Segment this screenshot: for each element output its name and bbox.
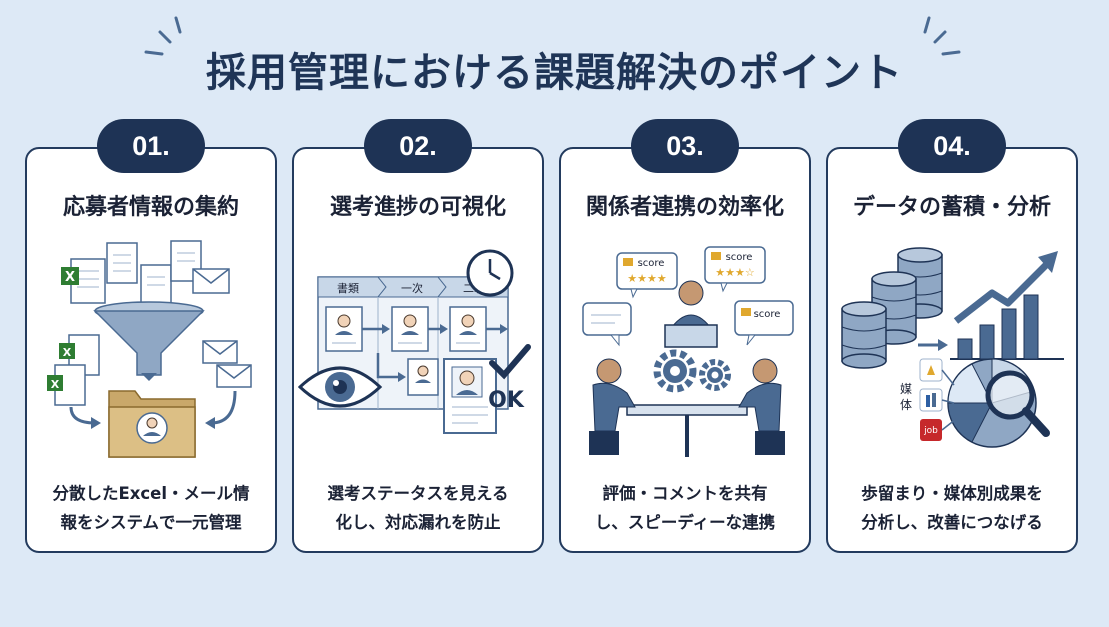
card-03: 03. 関係者連携の効率化 score ★★★★ score ★★★☆ scor…: [559, 119, 811, 553]
mail-icon: [192, 268, 230, 294]
card-number-badge: 03.: [631, 119, 739, 173]
meeting-table-icon: [626, 404, 748, 457]
eye-icon: [298, 366, 383, 408]
card-title: 選考進捗の可視化: [329, 195, 506, 220]
title-decoration-right: [923, 16, 961, 56]
svg-text:score: score: [754, 309, 781, 320]
svg-text:score: score: [726, 252, 753, 263]
profile-card-icon: [449, 306, 487, 352]
card-04: 04. データの蓄積・分析: [826, 119, 1078, 553]
media-logo-icon: [919, 358, 943, 382]
speech-bubble-icon: score ★★★★: [616, 252, 678, 299]
title-decoration-left: [144, 16, 182, 56]
trend-arrow-icon: [953, 251, 1058, 324]
excel-file-icon: X: [47, 364, 86, 406]
svg-text:job: job: [923, 426, 938, 436]
bar-chart-icon: [950, 294, 1064, 360]
profile-card-icon: [407, 358, 439, 396]
profile-card-icon: [443, 358, 497, 434]
mail-icon: [216, 364, 252, 388]
card-description: 歩留まり・媒体別成果を 分析し、改善につなげる: [861, 484, 1043, 532]
document-icon: [106, 242, 138, 284]
card-01: 01. 応募者情報の集約 X: [25, 119, 277, 553]
person-icon: [738, 358, 785, 455]
speech-bubble-icon: score ★★★☆: [704, 246, 766, 293]
checkmark-icon: [489, 344, 531, 380]
star-icon: ★★★★: [627, 272, 667, 285]
illustration-collaboration: score ★★★★ score ★★★☆ score: [582, 246, 794, 457]
mail-icon: [202, 340, 238, 364]
speech-bubble-icon: [582, 302, 632, 347]
card-title: 応募者情報の集約: [62, 195, 239, 220]
card-title: データの蓄積・分析: [852, 195, 1051, 220]
person-icon: [589, 358, 636, 455]
media-logo-icon: [919, 388, 943, 412]
excel-file-icon: X: [61, 258, 106, 304]
profile-card-icon: [325, 306, 363, 352]
svg-text:X: X: [65, 270, 75, 285]
illustration-aggregation: X X: [47, 240, 252, 458]
media-label: 媒: [900, 382, 912, 396]
magnifier-icon: [985, 370, 1050, 437]
clock-icon: [466, 249, 514, 297]
svg-text:score: score: [638, 258, 665, 269]
document-icon: [140, 264, 172, 306]
card-number-badge: 02.: [364, 119, 472, 173]
star-icon: ★★★☆: [715, 266, 755, 279]
svg-text:一次: 一次: [401, 281, 423, 295]
card-02: 02. 選考進捗の可視化 書類 一次 二次: [292, 119, 544, 553]
person-icon: [136, 412, 168, 444]
svg-text:書類: 書類: [337, 281, 359, 295]
card-title: 関係者連携の効率化: [585, 195, 784, 220]
card-description: 選考ステータスを見える 化し、対応漏れを防止: [327, 484, 509, 532]
database-icon: [841, 301, 887, 369]
card-description: 分散したExcel・メール情 報をシステムで一元管理: [52, 484, 250, 532]
ok-label: OK: [488, 388, 525, 413]
gear-icon: [653, 349, 697, 393]
profile-card-icon: [391, 306, 429, 352]
card-number-badge: 04.: [898, 119, 1006, 173]
media-logo-icon: job: [920, 419, 942, 441]
media-label: 体: [900, 398, 912, 412]
funnel-icon: [93, 301, 205, 381]
gear-icon: [699, 359, 731, 391]
card-number-badge: 01.: [97, 119, 205, 173]
card-description: 評価・コメントを共有 し、スピーディーな連携: [594, 484, 776, 532]
illustration-progress: 書類 一次 二次: [298, 249, 531, 434]
page-title: 採用管理における課題解決のポイント: [206, 50, 903, 96]
illustration-analysis: 媒 体 job: [841, 247, 1064, 448]
svg-text:X: X: [63, 346, 72, 359]
speech-bubble-icon: score: [734, 300, 794, 346]
svg-text:X: X: [51, 378, 60, 391]
person-icon: [664, 280, 718, 348]
